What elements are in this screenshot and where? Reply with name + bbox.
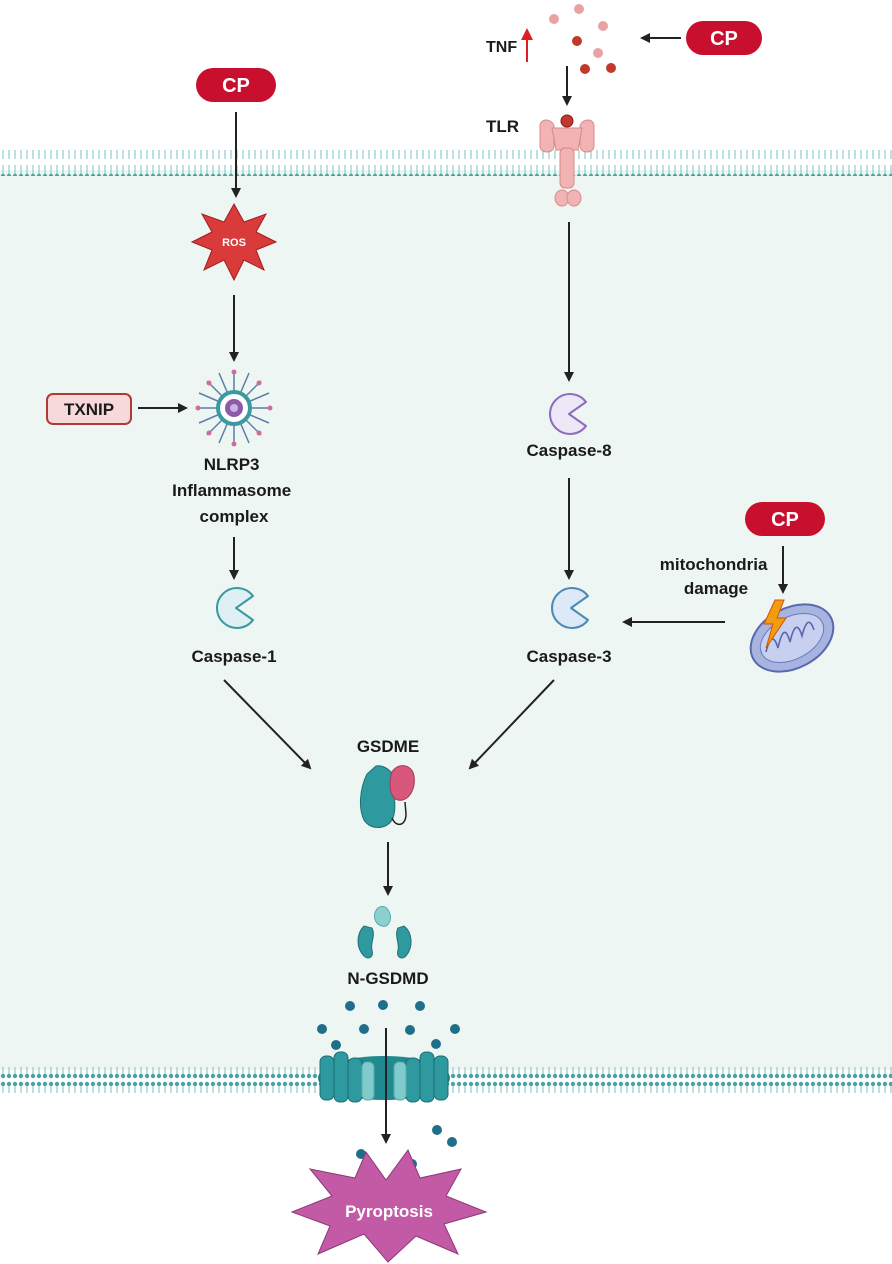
- nlrp3-label: NLRP3 Inflammasome complex: [172, 455, 296, 526]
- cp-pill-top-right: CP: [686, 21, 762, 55]
- tnf-label: TNF: [486, 39, 517, 56]
- cp-label-left: CP: [222, 75, 250, 97]
- nlrp3-inflammasome-icon: [195, 369, 273, 447]
- arrow-caspase3-to-gsdme: [468, 679, 555, 770]
- ros-label: ROS: [222, 237, 246, 249]
- txnip-box: TXNIP: [46, 393, 132, 425]
- gsdme-label: GSDME: [357, 737, 419, 756]
- caspase8-label: Caspase-8: [526, 441, 611, 460]
- n-gsdmd-label: N-GSDMD: [347, 969, 428, 988]
- released-particles: [317, 1000, 460, 1169]
- nlrp3-label-line3: complex: [200, 507, 270, 526]
- ros-burst: ROS: [190, 202, 278, 282]
- cell-membrane-top: [0, 150, 892, 176]
- cp-label-top-right: CP: [710, 28, 738, 50]
- caspase3-label: Caspase-3: [526, 647, 611, 666]
- arrow-caspase1-to-gsdme: [223, 679, 312, 770]
- tlr-receptor-icon: [539, 114, 595, 207]
- tnf-increase-arrow-icon: [521, 28, 533, 62]
- txnip-label: TXNIP: [64, 400, 114, 419]
- caspase3-icon: [551, 587, 589, 629]
- nlrp3-label-line1: NLRP3: [204, 455, 260, 474]
- gsdme-protein-icon: [359, 765, 415, 828]
- mito-damage-line1: mitochondria: [660, 555, 768, 574]
- cp-pill-mid-right: CP: [745, 502, 825, 536]
- mito-damage-label: mitochondria damage: [660, 555, 772, 598]
- mito-damage-line2: damage: [684, 579, 748, 598]
- caspase1-icon: [216, 587, 254, 629]
- cp-label-mid-right: CP: [771, 509, 799, 531]
- tnf-particles: [549, 4, 616, 74]
- caspase8-icon: [549, 393, 587, 435]
- nlrp3-label-line2: Inflammasome: [172, 481, 291, 500]
- damage-lightning-icon: [763, 599, 787, 649]
- gsdmd-pore-icon: [318, 1051, 450, 1103]
- pyroptosis-label: Pyroptosis: [345, 1202, 433, 1221]
- pyroptosis-burst: Pyroptosis: [290, 1148, 488, 1263]
- n-gsdmd-fragments-icon: [357, 905, 412, 959]
- cytoplasm: [0, 170, 892, 1070]
- tlr-label: TLR: [486, 117, 519, 136]
- cp-pill-left: CP: [196, 68, 276, 102]
- caspase1-label: Caspase-1: [191, 647, 276, 666]
